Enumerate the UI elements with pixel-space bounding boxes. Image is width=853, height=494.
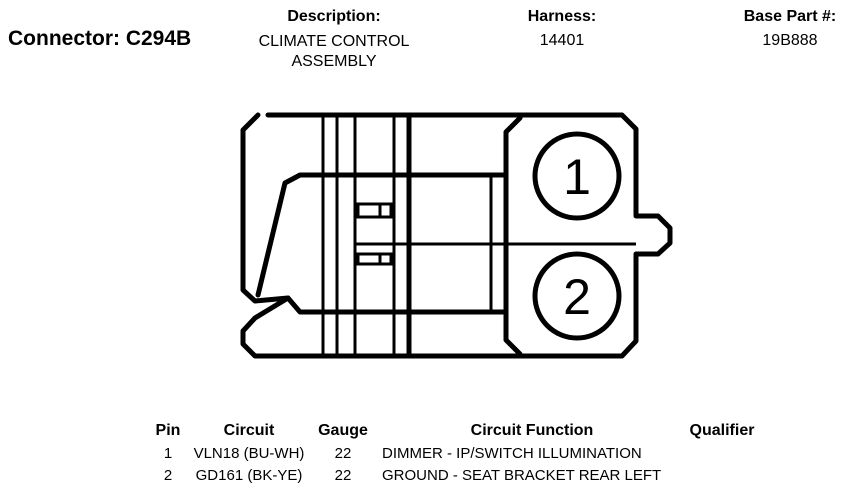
- description-line-2: ASSEMBLY: [291, 53, 377, 70]
- table-row: 2 GD161 (BK-YE) 22 GROUND - SEAT BRACKET…: [148, 464, 762, 486]
- pin-table: Pin Circuit Gauge Circuit Function Quali…: [148, 420, 762, 486]
- row-gauge: 22: [334, 444, 352, 462]
- base-part-value: 19B888: [762, 32, 818, 49]
- row-qualifier: [682, 442, 762, 464]
- latch-lower-rail: [285, 295, 509, 315]
- base-part-heading: Base Part #:: [743, 8, 837, 25]
- description-heading: Description:: [287, 8, 381, 25]
- header-circuit: Circuit: [223, 422, 275, 439]
- row-function: DIMMER - IP/SWITCH ILLUMINATION: [382, 444, 642, 462]
- pin-1-circle: [532, 131, 622, 221]
- row-circuit: GD161 (BK-YE): [195, 466, 303, 484]
- header-pin: Pin: [155, 422, 181, 439]
- pin-table-header: Pin Circuit Gauge Circuit Function Quali…: [148, 420, 762, 442]
- description-value: CLIMATE CONTROL ASSEMBLY: [244, 32, 424, 72]
- row-gauge: 22: [334, 466, 352, 484]
- description-line-1: CLIMATE CONTROL: [258, 33, 410, 50]
- pin-2-circle: [532, 251, 622, 341]
- header-qualifier: Qualifier: [689, 422, 755, 439]
- pin-2-label: 2: [563, 269, 591, 325]
- header-gauge: Gauge: [318, 422, 368, 439]
- row-circuit: VLN18 (BU-WH): [193, 444, 305, 462]
- row-qualifier: [682, 464, 762, 486]
- row-pin: 1: [163, 444, 173, 462]
- header-function: Circuit Function: [470, 422, 594, 439]
- terminal-slot-1: [356, 202, 393, 219]
- row-function: GROUND - SEAT BRACKET REAR LEFT: [382, 466, 662, 484]
- harness-value: 14401: [539, 32, 585, 49]
- pin-compartment: [503, 115, 523, 357]
- latch-arm: [255, 172, 509, 298]
- connector-label: Connector: C294B: [8, 27, 192, 50]
- housing-outline: [240, 112, 673, 359]
- row-pin: 2: [163, 466, 173, 484]
- table-row: 1 VLN18 (BU-WH) 22 DIMMER - IP/SWITCH IL…: [148, 442, 762, 464]
- terminal-slot-2: [356, 252, 393, 266]
- pin-1-label: 1: [563, 149, 591, 205]
- harness-heading: Harness:: [527, 8, 597, 25]
